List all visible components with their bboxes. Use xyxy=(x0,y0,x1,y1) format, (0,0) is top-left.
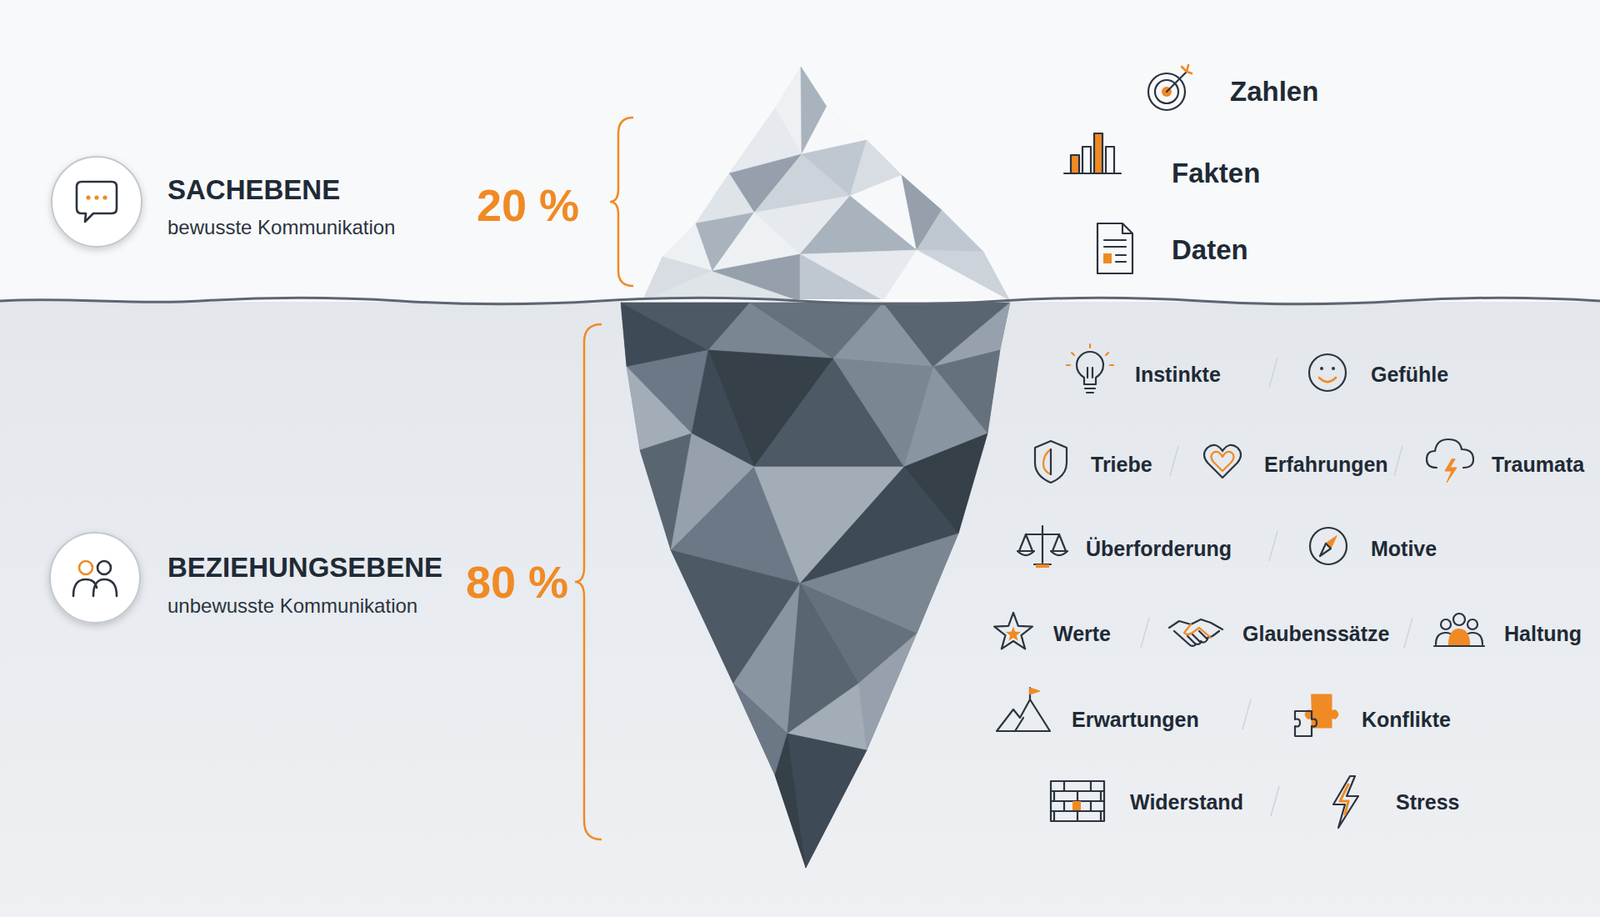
item-label: Motive xyxy=(1370,536,1437,561)
mountain-icon xyxy=(996,687,1050,731)
separator xyxy=(1270,785,1280,816)
people-icon xyxy=(50,532,140,623)
iceberg-facet xyxy=(883,250,1010,301)
item-label: Konflikte xyxy=(1361,707,1451,732)
item-label: Widerstand xyxy=(1130,790,1244,815)
water xyxy=(0,301,1600,917)
item-label: Erwartungen xyxy=(1071,707,1200,732)
item-label: Gefühle xyxy=(1370,362,1449,387)
puzzle-icon xyxy=(1295,694,1339,736)
separator xyxy=(1140,617,1150,648)
group-icon xyxy=(1434,613,1485,646)
item-label: Glaubenssätze xyxy=(1242,621,1390,646)
waterline xyxy=(0,297,1600,305)
item-label: Erfahrungen xyxy=(1264,452,1389,477)
compass-icon xyxy=(1310,527,1347,565)
handshake-icon xyxy=(1169,619,1223,646)
level-heading: SACHEBENE xyxy=(167,174,340,206)
item-label: Triebe xyxy=(1090,452,1153,477)
scales-icon xyxy=(1017,525,1068,568)
separator xyxy=(1269,357,1278,388)
bracket xyxy=(575,324,602,840)
item-label: Traumata xyxy=(1491,452,1585,477)
percentage: 20 % xyxy=(476,179,580,231)
wall-icon xyxy=(1050,780,1105,821)
sky xyxy=(0,0,1600,302)
ice-edge xyxy=(642,299,1010,301)
iceberg-facet xyxy=(800,254,884,301)
item-label: Werte xyxy=(1053,621,1111,646)
iceberg-facet xyxy=(800,195,917,255)
bracket xyxy=(610,117,634,286)
bolt-icon xyxy=(1333,775,1359,828)
iceberg-facet xyxy=(916,210,984,252)
shield-icon xyxy=(1035,440,1067,483)
item-label: Haltung xyxy=(1504,621,1582,646)
separator xyxy=(1404,617,1413,648)
bulb-icon xyxy=(1066,344,1114,393)
level-subtitle: bewusste Kommunikation xyxy=(167,215,395,240)
item-label: Instinkte xyxy=(1135,362,1221,387)
separator xyxy=(1394,445,1403,476)
iceberg-tip xyxy=(642,66,1010,301)
item-label: Zahlen xyxy=(1230,75,1319,108)
separator xyxy=(1170,445,1179,476)
iceberg-facet xyxy=(858,633,917,750)
iceberg-facet xyxy=(787,733,867,868)
item-label: Überforderung xyxy=(1085,536,1232,561)
item-label: Stress xyxy=(1395,790,1460,815)
percentage: 80 % xyxy=(465,555,569,608)
level-subtitle: unbewusste Kommunikation xyxy=(167,594,418,618)
smiley-icon xyxy=(1309,354,1346,391)
chart-icon xyxy=(1064,133,1121,174)
separator xyxy=(1242,699,1251,730)
item-label: Daten xyxy=(1171,234,1249,266)
star-icon xyxy=(994,612,1033,649)
iceberg-body xyxy=(620,302,1010,868)
level-heading: BEZIEHUNGSEBENE xyxy=(167,551,443,584)
item-label: Fakten xyxy=(1171,157,1260,190)
heart-icon xyxy=(1204,445,1241,478)
speech-icon xyxy=(51,156,142,247)
separator xyxy=(1269,530,1278,561)
iceberg-facet xyxy=(712,254,800,301)
storm-icon xyxy=(1426,439,1474,483)
target-icon xyxy=(1148,65,1192,110)
document-icon xyxy=(1097,223,1133,274)
